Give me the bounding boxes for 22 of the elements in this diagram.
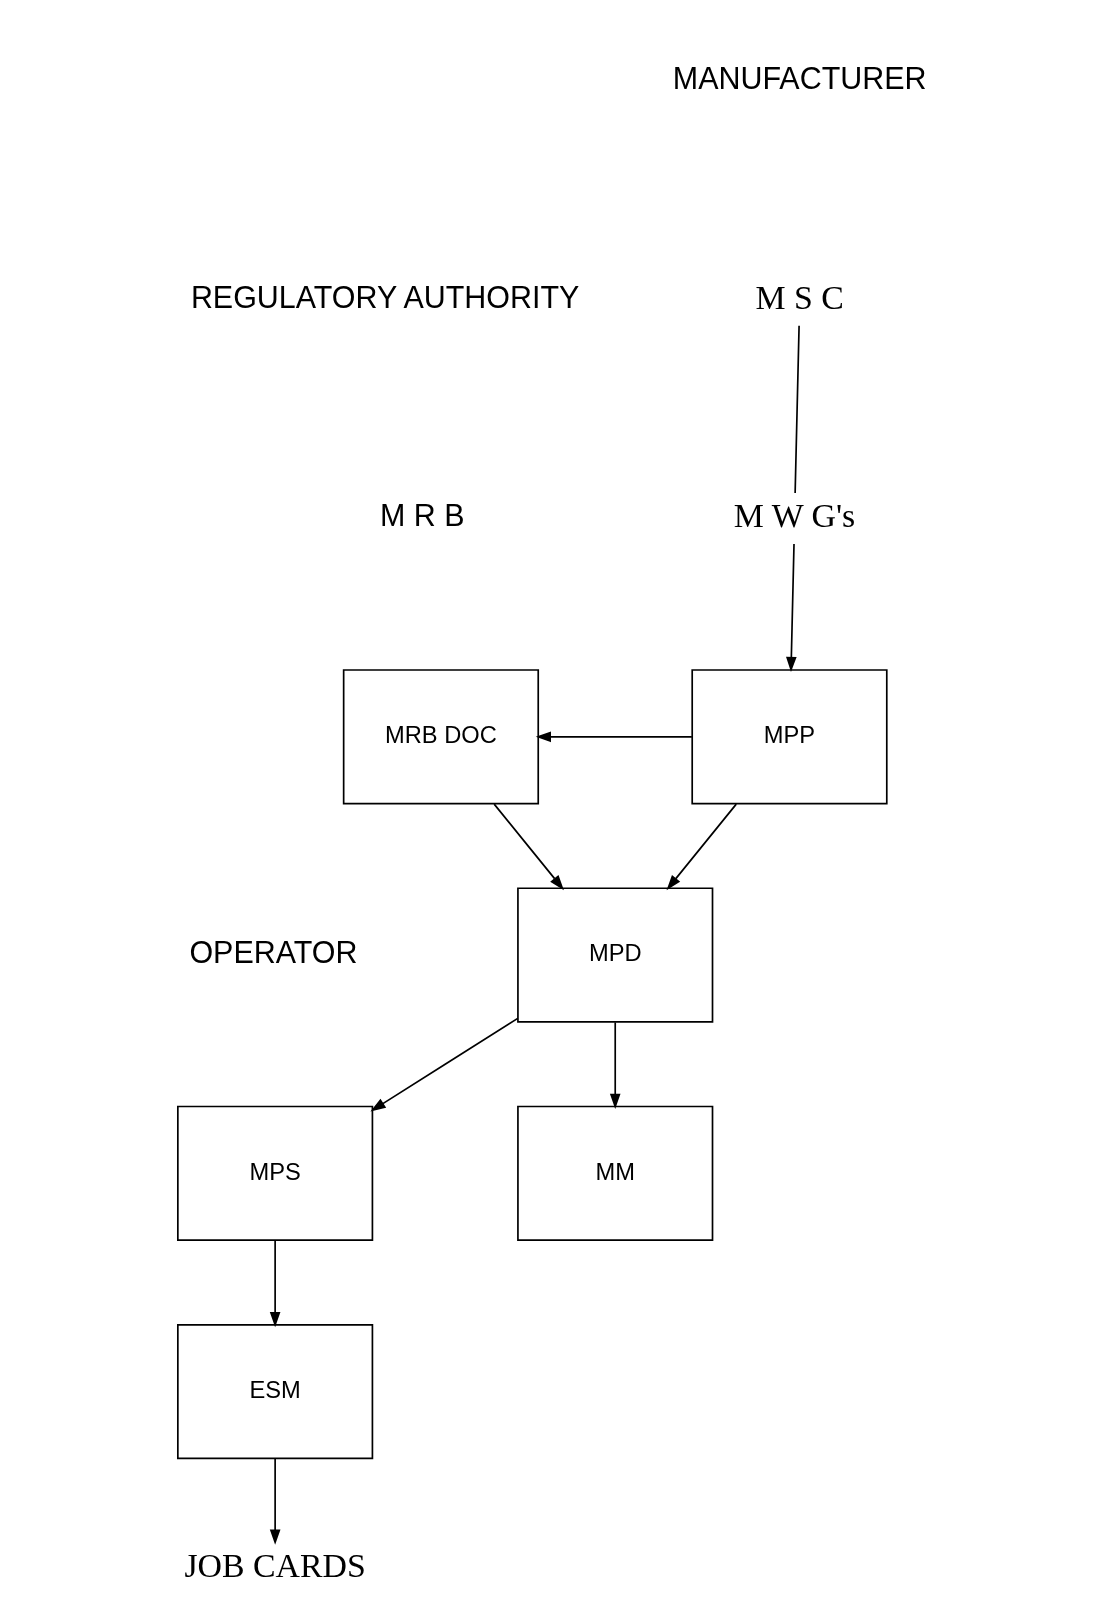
arrow	[535, 731, 693, 743]
node-box: MRB DOC	[342, 669, 539, 805]
node-text: M W G's	[733, 497, 855, 535]
label: M R B	[379, 498, 465, 532]
node-box: MPD	[516, 887, 713, 1023]
node-text: M S C	[754, 278, 844, 316]
node-box: MPS	[176, 1105, 373, 1242]
label: MANUFACTURER	[672, 61, 926, 96]
arrow	[492, 803, 564, 891]
node-box: MM	[516, 1105, 713, 1242]
arrow	[369, 1017, 519, 1112]
arrow	[269, 1239, 280, 1328]
label: REGULATORY AUTHORITY	[190, 279, 579, 314]
connector	[793, 324, 800, 494]
node-text: JOB CARDS	[183, 1546, 366, 1584]
arrow	[666, 803, 737, 891]
node-box: ESM	[176, 1323, 373, 1460]
node-box: MPP	[690, 669, 888, 805]
arrow	[785, 543, 797, 673]
label: OPERATOR	[188, 934, 357, 969]
arrow	[609, 1021, 621, 1109]
arrow	[269, 1458, 280, 1545]
